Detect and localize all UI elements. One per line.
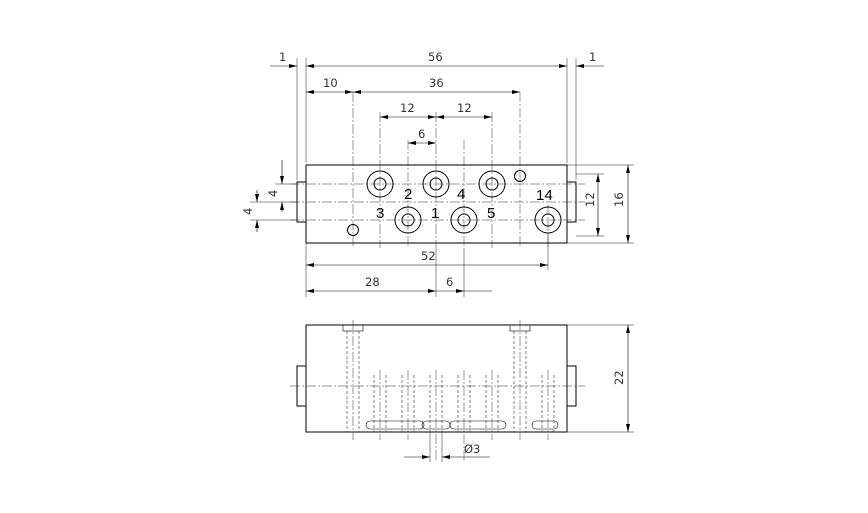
port-label-5: 5 xyxy=(487,205,495,222)
dim-base-length: 52 xyxy=(421,249,436,263)
side-view-channel xyxy=(365,420,559,430)
dim-upper-offset: 4 xyxy=(266,190,280,197)
port-label-14: 14 xyxy=(536,187,553,204)
port-lower-1 xyxy=(394,206,422,234)
dim-lower-step: 6 xyxy=(446,275,453,289)
top-view: 2 4 3 1 5 14 xyxy=(290,92,585,248)
dim-right-gap: 1 xyxy=(589,50,596,64)
top-view-body xyxy=(305,164,568,244)
port-lower-2 xyxy=(450,206,478,234)
port-upper-3 xyxy=(478,170,506,198)
dim-lower-offset: 4 xyxy=(241,208,255,215)
side-view-bores xyxy=(373,370,555,462)
dim-lower-position: 28 xyxy=(365,275,380,289)
port-label-1: 1 xyxy=(431,205,439,222)
right-dimensions: 12 16 xyxy=(567,164,634,244)
left-dimensions: 4 4 xyxy=(241,160,297,232)
dim-offset: 6 xyxy=(418,127,425,141)
side-view-body xyxy=(305,324,568,433)
side-view: Ø3 22 xyxy=(290,320,634,462)
port-label-4: 4 xyxy=(457,186,465,203)
dim-first-to-last-row: 36 xyxy=(429,76,444,90)
dim-edge-to-first-row: 10 xyxy=(323,76,338,90)
dim-pitch-b: 12 xyxy=(457,101,472,115)
top-dimensions: 56 1 1 10 36 12 12 6 xyxy=(270,50,604,180)
dim-side-height: 22 xyxy=(612,370,626,385)
mounting-hole-right xyxy=(514,170,526,182)
bottom-dimensions: 52 28 6 xyxy=(305,233,549,297)
port-label-3: 3 xyxy=(376,205,384,222)
port-label-2: 2 xyxy=(404,186,412,203)
port-upper-1 xyxy=(366,170,394,198)
dim-overall-width: 56 xyxy=(428,50,443,64)
dim-inner-height: 12 xyxy=(583,192,597,207)
port-upper-2 xyxy=(422,170,450,198)
dim-bore-diameter: Ø3 xyxy=(464,442,480,456)
dim-pitch-a: 12 xyxy=(400,101,415,115)
mounting-hole-left xyxy=(347,224,359,236)
dim-left-gap: 1 xyxy=(279,50,286,64)
dim-outer-height: 16 xyxy=(612,192,626,207)
